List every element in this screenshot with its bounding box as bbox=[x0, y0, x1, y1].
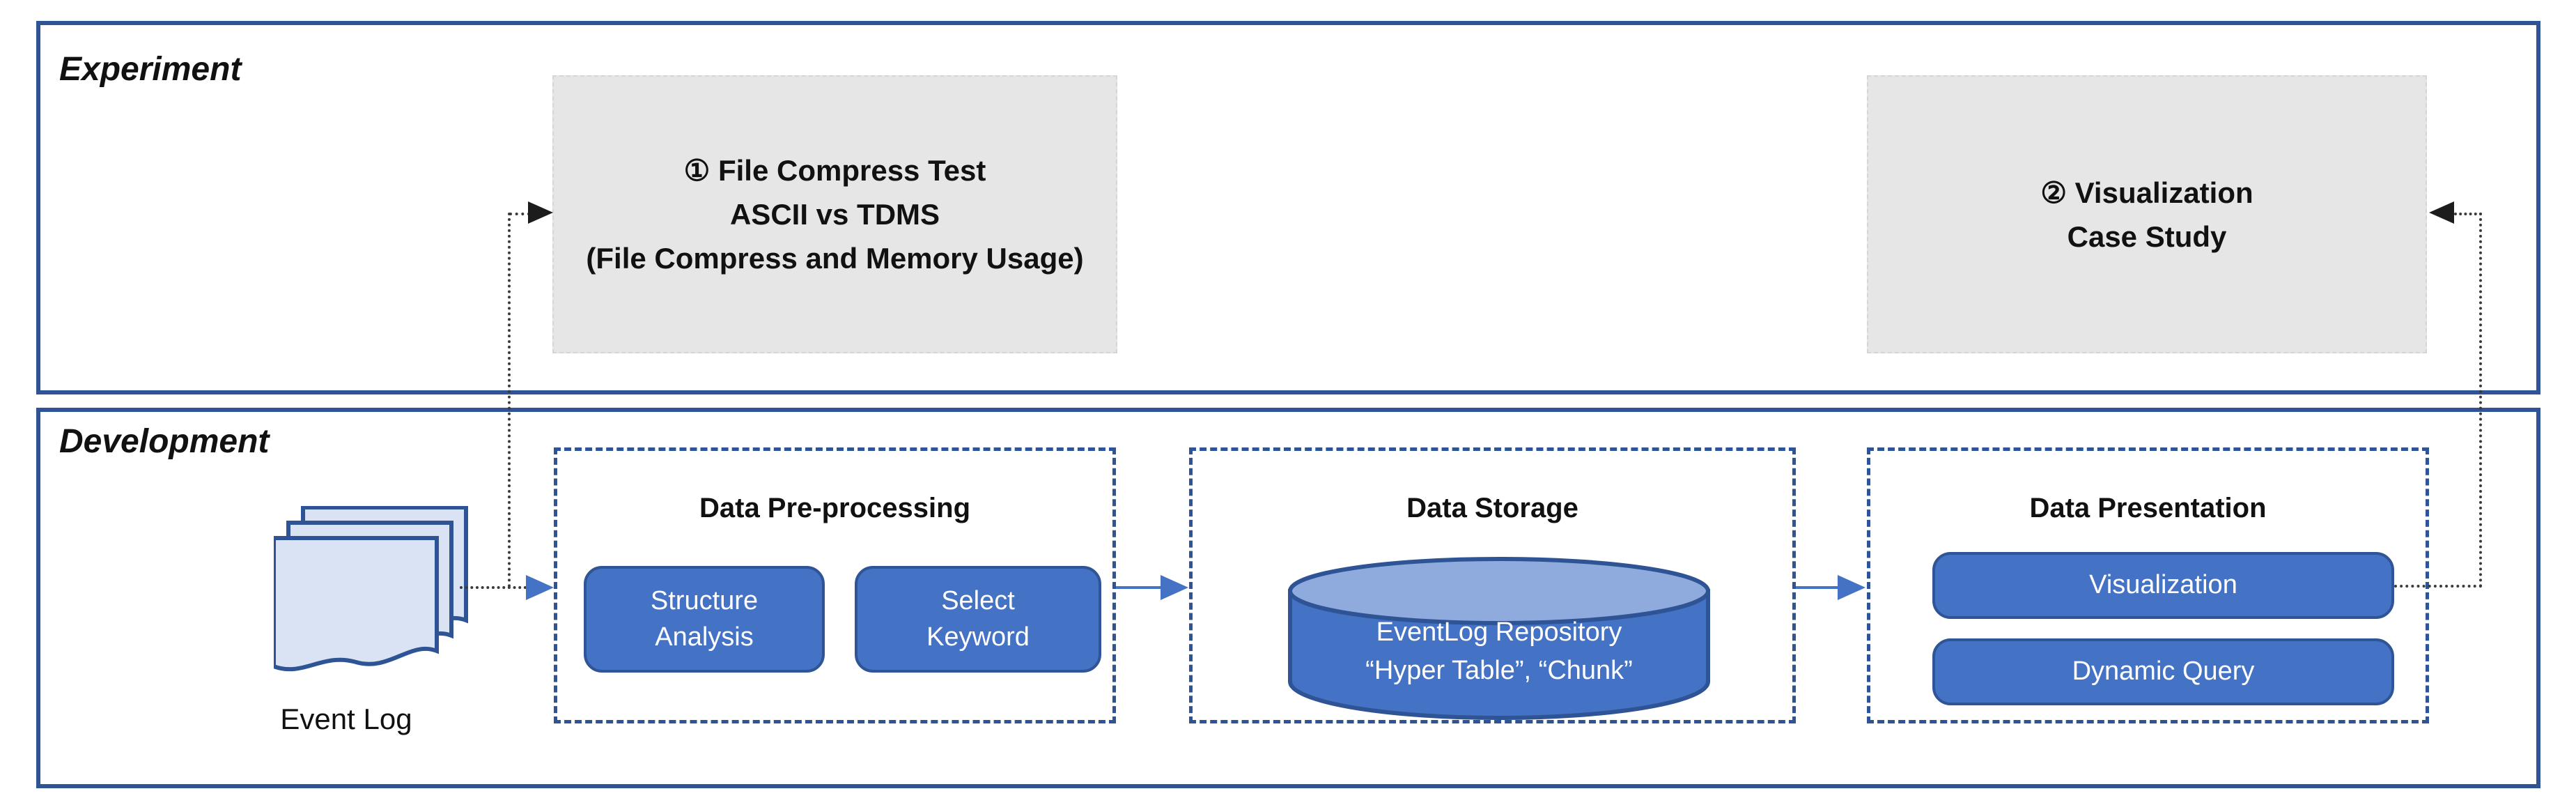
data-preprocessing-box: Data Pre-processing bbox=[554, 447, 1116, 723]
development-lane-label: Development bbox=[59, 423, 270, 460]
visualization-case-study-line2: Case Study bbox=[2067, 220, 2227, 253]
select-keyword-line2: Keyword bbox=[926, 622, 1030, 652]
file-compress-test-line2: ASCII vs TDMS bbox=[729, 198, 940, 231]
connector-preprocessing-to-storage bbox=[1116, 586, 1162, 589]
connector-visualization-out bbox=[2394, 585, 2482, 588]
select-keyword-line1: Select bbox=[941, 586, 1015, 616]
connector-branch-top-test2 bbox=[2454, 213, 2482, 215]
connector-storage-to-presentation bbox=[1796, 586, 1839, 589]
data-storage-title: Data Storage bbox=[1406, 493, 1578, 523]
visualization-case-study-line1: ② Visualization bbox=[2040, 176, 2253, 209]
experiment-lane bbox=[36, 21, 2540, 394]
connector-branch-top-test1 bbox=[509, 213, 530, 215]
data-preprocessing-title: Data Pre-processing bbox=[699, 493, 971, 523]
cylinder-line1: EventLog Repository bbox=[1376, 618, 1622, 647]
database-cylinder-icon bbox=[1285, 555, 1713, 725]
dynamic-query-node: Dynamic Query bbox=[1932, 638, 2394, 705]
data-storage-box: Data Storage bbox=[1189, 447, 1796, 723]
visualization-case-study-block: ② Visualization Case Study bbox=[1867, 75, 2427, 353]
connector-branch-up-to-test2 bbox=[2479, 213, 2482, 588]
structure-analysis-line2: Analysis bbox=[655, 622, 754, 652]
dynamic-query-node-label: Dynamic Query bbox=[2072, 657, 2255, 687]
arrowhead-into-presentation bbox=[1838, 575, 1865, 600]
arrowhead-into-test2 bbox=[2429, 201, 2454, 224]
structure-analysis-line1: Structure bbox=[650, 586, 759, 616]
visualization-node-label: Visualization bbox=[2089, 570, 2237, 600]
data-presentation-title: Data Presentation bbox=[2029, 493, 2267, 523]
file-compress-test-block: ① File Compress Test ASCII vs TDMS (File… bbox=[552, 75, 1117, 353]
cylinder-line2: “Hyper Table”, “Chunk” bbox=[1365, 656, 1633, 685]
file-compress-test-line3: (File Compress and Memory Usage) bbox=[586, 242, 1084, 275]
arrowhead-into-storage bbox=[1161, 575, 1188, 600]
structure-analysis-node: Structure Analysis bbox=[584, 566, 825, 673]
development-lane bbox=[36, 408, 2540, 788]
file-compress-test-line1: ① File Compress Test bbox=[683, 154, 986, 187]
event-log-document-stack-icon bbox=[272, 505, 469, 687]
select-keyword-node: Select Keyword bbox=[855, 566, 1101, 673]
event-log-label: Event Log bbox=[280, 703, 412, 735]
connector-branch-up-to-test1 bbox=[508, 213, 511, 588]
experiment-lane-label: Experiment bbox=[59, 51, 242, 88]
connector-eventlog-to-preprocessing bbox=[460, 586, 527, 589]
visualization-node: Visualization bbox=[1932, 552, 2394, 619]
arrowhead-into-test1 bbox=[528, 201, 553, 224]
cylinder-text: EventLog Repository “Hyper Table”, “Chun… bbox=[1285, 613, 1713, 690]
arrowhead-into-preprocessing bbox=[526, 575, 554, 600]
